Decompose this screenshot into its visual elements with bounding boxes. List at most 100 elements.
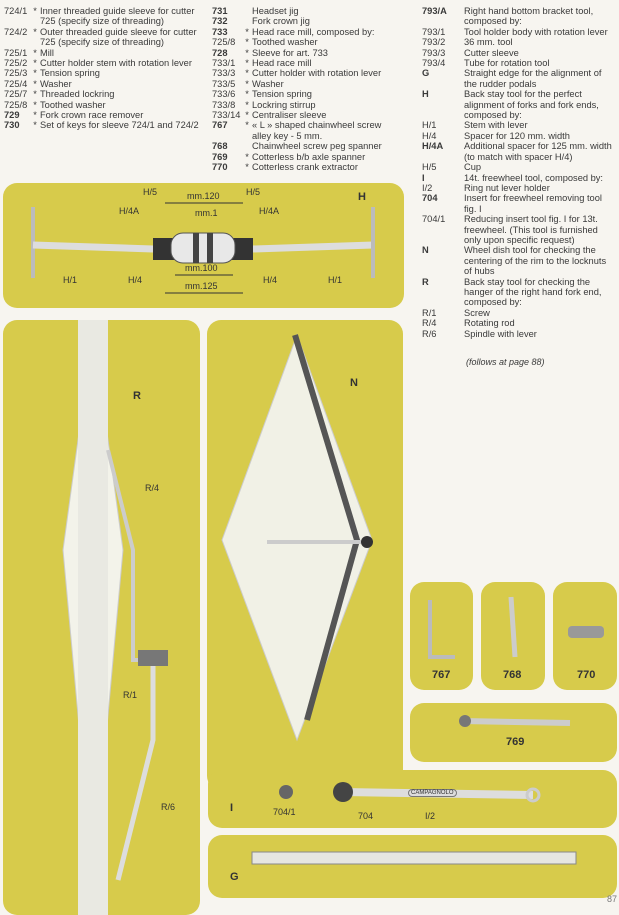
back-stay-tool-drawing	[31, 202, 375, 294]
list-item: 725/1*Mill	[4, 48, 202, 58]
item-description: Washer	[252, 78, 284, 89]
label: R/4	[145, 483, 160, 493]
brand-logo: CAMPAGNOLO	[408, 789, 457, 797]
label: mm.125	[185, 281, 218, 291]
item-code: 724/1	[4, 6, 28, 16]
column-1: 724/1*Inner threaded guide sleeve for cu…	[4, 6, 202, 131]
item-description: Centraliser sleeve	[252, 110, 327, 121]
item-description: Tool holder body with rotation lever	[464, 26, 608, 37]
item-code: 725/7	[4, 89, 28, 100]
label: mm.1	[195, 208, 218, 218]
label: R/6	[161, 802, 176, 812]
star-mark	[242, 16, 252, 26]
list-item: 728*Sleeve for art. 733	[212, 48, 402, 58]
star-mark: *	[245, 89, 249, 100]
star-mark: *	[33, 78, 37, 89]
list-item: 733/6*Tension spring	[212, 89, 402, 99]
star-mark: *	[245, 58, 249, 69]
item-code: 733/14	[212, 110, 241, 121]
item-code: 731	[212, 6, 228, 16]
item-code: H	[422, 89, 429, 100]
label: H/4	[128, 275, 143, 285]
item-description: Set of keys for sleeve 724/1 and 724/2	[40, 120, 199, 131]
page-number: 87	[606, 894, 617, 904]
item-code: G	[422, 68, 430, 79]
figure-g-panel: G	[208, 835, 617, 898]
list-item: 733/1*Head race mill	[212, 58, 402, 68]
star-mark: *	[33, 26, 37, 37]
list-item: G Straight edge for the alignment of the …	[422, 68, 616, 89]
star-mark: *	[245, 99, 249, 110]
item-code: 793/1	[422, 26, 446, 37]
star-mark: *	[245, 120, 249, 131]
item-code: 733/3	[212, 68, 236, 79]
item-description: Lockring stirrup	[252, 99, 316, 110]
item-description: Head race mill, composed by:	[252, 26, 375, 37]
item-code: R/6	[422, 328, 437, 339]
star-mark	[242, 6, 252, 16]
list-item: 769*Cotterless b/b axle spanner	[212, 152, 402, 162]
item-description: Wheel dish tool for checking the centeri…	[464, 245, 607, 277]
figure-767-panel: 767	[410, 582, 473, 690]
item-description: « L » shaped chainwheel screw alley key …	[252, 120, 382, 141]
item-code: 730	[4, 120, 20, 131]
item-code: 704/1	[422, 214, 446, 225]
follows-note: (follows at page 88)	[466, 357, 545, 367]
list-item: 725/8*Toothed washer	[212, 37, 402, 47]
item-code: 725/8	[4, 99, 28, 110]
item-code: 733	[212, 26, 228, 37]
item-description: Additional spacer for 125 mm. width (to …	[464, 141, 612, 162]
item-description: Outer threaded guide sleeve for cutter 7…	[40, 26, 197, 48]
item-description: Spacer for 120 mm. width	[464, 130, 570, 141]
label: H/4A	[119, 206, 140, 216]
item-description: Fork crown race remover	[40, 110, 144, 121]
item-description: Straight edge for the alignment of the r…	[464, 68, 602, 89]
star-mark: *	[33, 58, 37, 69]
wheel-dish-tool-drawing	[221, 333, 373, 742]
item-code: 733/1	[212, 58, 236, 69]
item-code: 724/2	[4, 26, 28, 37]
item-description: Stem with lever	[464, 120, 528, 131]
item-description: Tension spring	[252, 89, 312, 100]
item-description: Back stay tool for checking the hanger o…	[464, 276, 602, 308]
label: H/1	[63, 275, 78, 285]
list-item: 733/14 *Centraliser sleeve	[212, 110, 402, 120]
item-code: H/1	[422, 120, 437, 131]
item-description: 14t. freewheel tool, composed by:	[464, 172, 604, 183]
figure-label: R	[133, 390, 141, 402]
item-code: H/4	[422, 130, 437, 141]
star-mark: *	[245, 26, 249, 37]
label: H/4A	[259, 206, 280, 216]
item-code: R	[422, 276, 429, 287]
label: 704/1	[273, 807, 296, 817]
star-mark: *	[245, 110, 249, 121]
figure-label: I	[230, 802, 234, 814]
item-description: Sleeve for art. 733	[252, 47, 328, 58]
item-description: Cotterless crank extractor	[252, 162, 358, 173]
item-code: 732	[212, 16, 228, 27]
item-description: Cutter sleeve	[464, 47, 519, 58]
list-item: 730*Set of keys for sleeve 724/1 and 724…	[4, 120, 202, 130]
item-code: 768	[212, 141, 228, 152]
item-description: Reducing insert tool fig. I for 13t. fre…	[464, 214, 598, 245]
list-item: 770*Cotterless crank extractor	[212, 162, 402, 172]
label: H/4	[263, 275, 278, 285]
list-item: H/4 Spacer for 120 mm. width	[422, 131, 616, 141]
figure-770-panel: 770	[553, 582, 617, 690]
item-description: Cotterless b/b axle spanner	[252, 151, 366, 162]
item-code: N	[422, 245, 429, 256]
label: mm.100	[185, 263, 218, 273]
item-code: I/2	[422, 182, 433, 193]
